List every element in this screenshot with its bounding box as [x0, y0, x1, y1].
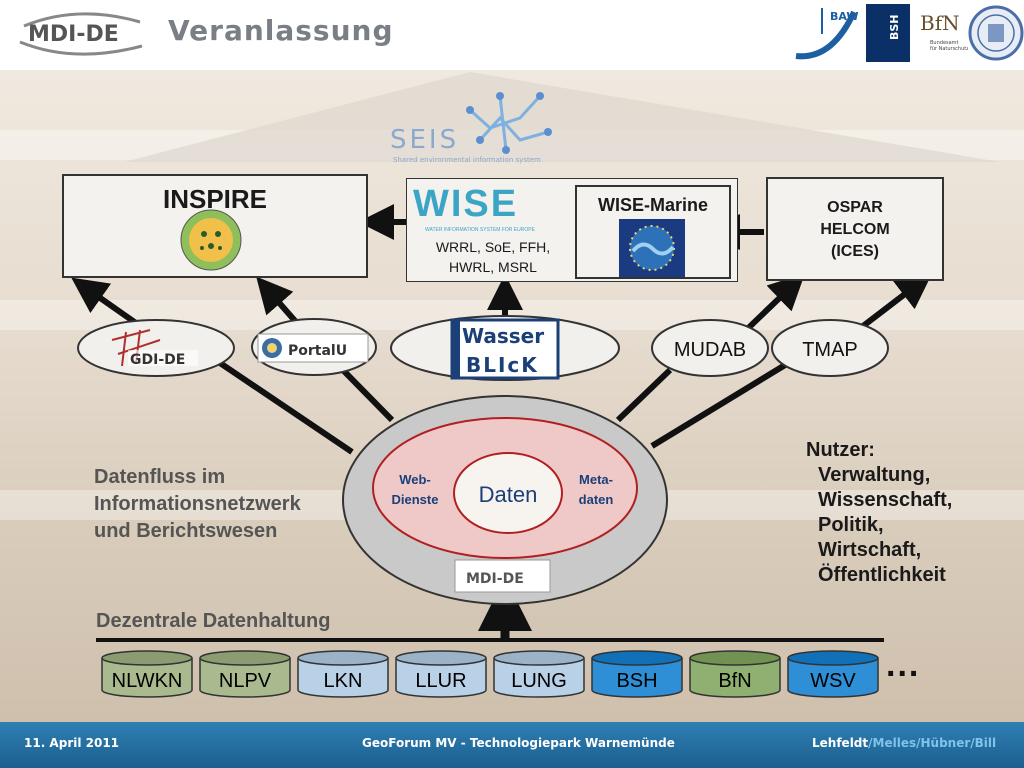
source-label: LKN	[323, 670, 363, 692]
university-seal-logo	[968, 4, 1024, 62]
svg-text:PortalU: PortalU	[288, 343, 347, 359]
nutzer-item: Wissenschaft,	[818, 489, 953, 511]
seis-logo: SEIS Shared environmental information sy…	[390, 92, 552, 164]
ellipsis-more: ...	[886, 646, 921, 684]
metadaten-label-1: Meta-	[579, 472, 613, 487]
wise-description: WRRL, SoE, FFH, HWRL, MSRL	[435, 239, 551, 275]
arrow-center-to-tmap	[650, 359, 792, 449]
roof-shape	[124, 72, 1000, 162]
header: MDI-DE Veranlassung BAW BSH BfN Bundesam…	[0, 0, 1024, 70]
wise-box: WISE WATER INFORMATION SYSTEM FOR EUROPE…	[406, 178, 738, 282]
footer-author-main: Lehfeldt	[812, 736, 869, 750]
mdi-de-small-logo: MDI-DE	[454, 559, 551, 593]
source-lung: LUNG	[493, 650, 585, 698]
svg-text:MDI-DE: MDI-DE	[466, 571, 524, 587]
source-label: BfN	[718, 670, 752, 692]
nutzer-title: Nutzer:	[806, 439, 875, 461]
daten-label: Daten	[479, 482, 538, 507]
nutzer-item: Verwaltung,	[818, 464, 931, 486]
center-inner-ellipse	[453, 452, 563, 534]
source-label: LLUR	[415, 670, 467, 692]
svg-text:GDI-DE: GDI-DE	[130, 352, 185, 368]
nutzer-item: Öffentlichkeit	[818, 564, 946, 586]
footer-event: GeoForum MV - Technologiepark Warnemünde	[362, 736, 675, 750]
svg-text:BSH: BSH	[888, 14, 901, 40]
portal-mudab-label: MUDAB	[674, 339, 746, 361]
source-llur: LLUR	[395, 650, 487, 698]
source-label: LUNG	[511, 670, 567, 692]
mdi-de-logo: MDI-DE	[19, 12, 143, 56]
source-label: NLWKN	[111, 670, 183, 692]
portalu-logo: PortalU	[257, 333, 369, 363]
inspire-logo	[180, 209, 242, 271]
source-label: BSH	[616, 670, 658, 692]
svg-text:SEIS: SEIS	[390, 125, 459, 155]
source-nlpv: NLPV	[199, 650, 291, 698]
source-wsv: WSV	[787, 650, 879, 698]
ospar-text: OSPAR HELCOM (ICES)	[820, 199, 890, 260]
wasserblick-logo: Wasser BLIcK	[450, 318, 560, 380]
svg-text:BAW: BAW	[830, 10, 859, 23]
source-bfn: BfN	[689, 650, 781, 698]
source-label: NLPV	[218, 670, 272, 692]
svg-text:für Naturschutz: für Naturschutz	[930, 46, 968, 52]
footer-author: Lehfeldt/Melles/Hübner/Bill	[812, 736, 996, 750]
portal-tmap	[771, 319, 889, 377]
source-label: WSV	[810, 670, 856, 692]
mdi-de-logo-text: MDI-DE	[28, 22, 119, 47]
wise-marine-logo	[619, 219, 685, 277]
wise-marine-box: WISE-Marine	[575, 185, 731, 279]
svg-text:BfN: BfN	[920, 11, 960, 35]
bsh-logo: BSH	[866, 4, 910, 62]
arrow-center-to-portalu	[335, 362, 395, 423]
nutzer-text: Nutzer: Verwaltung, Wissenschaft, Politi…	[806, 438, 952, 588]
inspire-title: INSPIRE	[162, 184, 268, 214]
wise-logo: WISE WATER INFORMATION SYSTEM FOR EUROPE	[413, 183, 535, 233]
arrow-center-to-mudab	[615, 367, 673, 423]
web-dienste-label-2: Dienste	[392, 492, 439, 507]
footer-coauthors: /Melles/Hübner/Bill	[868, 736, 997, 750]
source-lkn: LKN	[297, 650, 389, 698]
svg-text:BLIcK: BLIcK	[466, 353, 539, 377]
portal-tmap-label: TMAP	[802, 339, 858, 361]
bfn-logo: BfN Bundesamt für Naturschutz	[916, 4, 969, 62]
arrow-portalu-to-inspire	[256, 276, 299, 324]
nutzer-item: Politik,	[818, 514, 884, 536]
web-dienste-label-1: Web-	[399, 472, 431, 487]
wise-marine-title: WISE-Marine	[597, 195, 708, 215]
svg-text:Wasser: Wasser	[462, 324, 544, 348]
svg-text:Bundesamt: Bundesamt	[930, 40, 959, 46]
inspire-box: INSPIRE	[62, 174, 368, 278]
nutzer-item: Wirtschaft,	[818, 539, 922, 561]
portal-mudab	[651, 319, 769, 377]
source-nlwkn: NLWKN	[101, 650, 193, 698]
footer-date: 11. April 2011	[24, 736, 120, 750]
svg-text:Shared environmental informati: Shared environmental information system	[393, 156, 541, 164]
footer-bar: 11. April 2011 GeoForum MV - Technologie…	[0, 722, 1024, 768]
arrow-center-to-gdi	[218, 360, 354, 455]
gdi-de-logo: GDI-DE	[111, 329, 198, 368]
metadaten-label-2: daten	[579, 492, 614, 507]
ospar-box: OSPAR HELCOM (ICES)	[766, 177, 944, 281]
baw-logo: BAW	[792, 4, 862, 62]
source-bsh: BSH	[591, 650, 683, 698]
dezentrale-datenhaltung-label: Dezentrale Datenhaltung	[96, 610, 331, 632]
datenfluss-text: Datenfluss im Informationsnetzwerk und B…	[94, 466, 301, 542]
page-title: Veranlassung	[168, 14, 394, 47]
